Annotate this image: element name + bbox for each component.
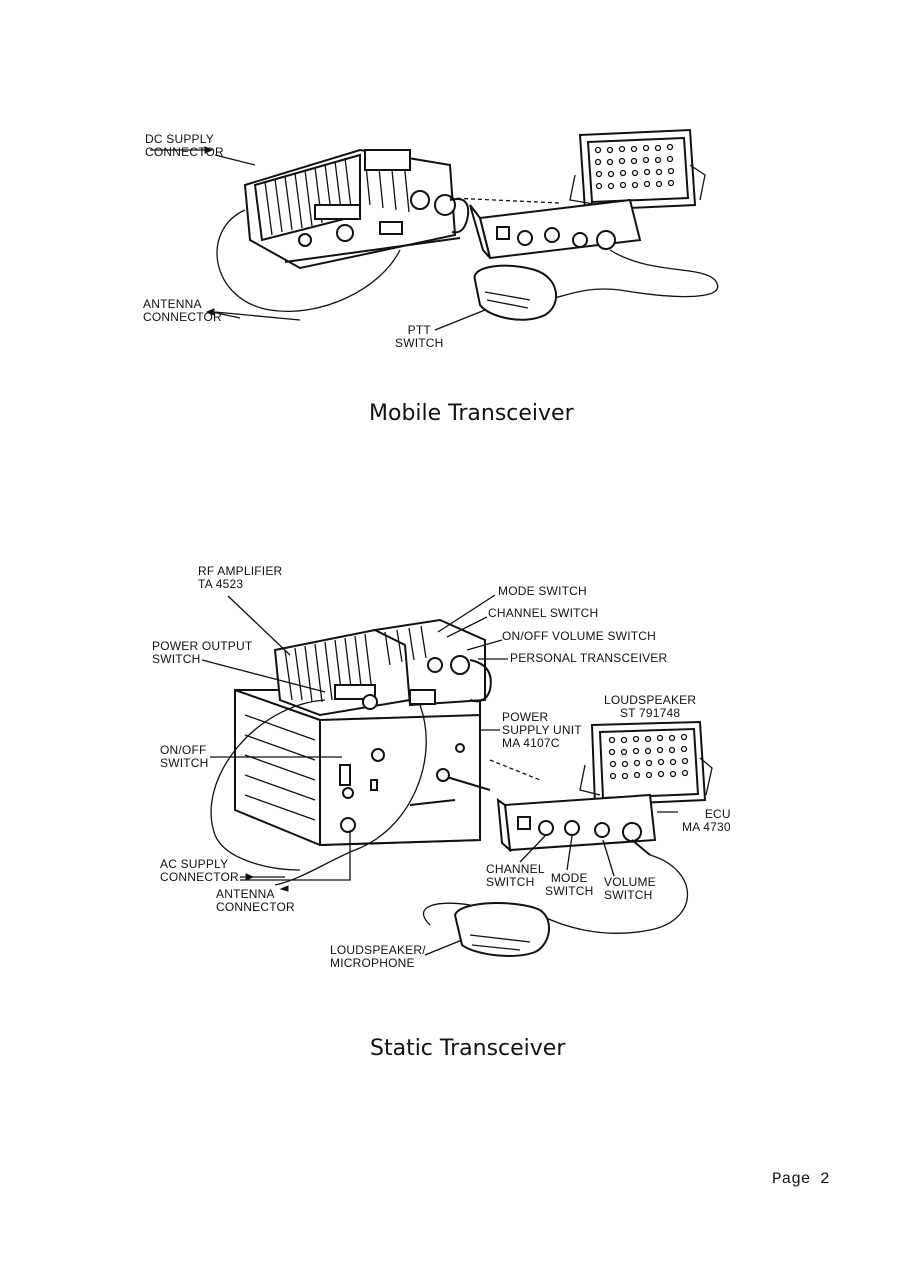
mobile-control-unit <box>449 197 642 260</box>
label-dc-supply-connector: DC SUPPLY CONNECTOR <box>145 132 224 159</box>
label-antenna-connector-static: ANTENNA CONNECTOR <box>216 887 295 914</box>
label-power-supply-unit: POWER SUPPLY UNIT MA 4107C <box>502 710 582 750</box>
static-power-supply-unit <box>234 689 491 847</box>
label-ptt-switch: PTT SWITCH <box>395 323 444 350</box>
label-volume-switch: VOLUME SWITCH <box>604 875 656 902</box>
static-rf-amplifier <box>273 628 411 717</box>
static-loudspeaker-microphone <box>453 902 550 957</box>
label-power-output-switch: POWER OUTPUT SWITCH <box>152 639 253 666</box>
label-loudspeaker-microphone: LOUDSPEAKER/ MICROPHONE <box>330 943 426 970</box>
label-channel-switch-bottom: CHANNEL SWITCH <box>486 862 545 889</box>
label-ac-supply-connector: AC SUPPLY CONNECTOR <box>160 857 239 884</box>
label-personal-transceiver: PERSONAL TRANSCEIVER <box>510 651 668 665</box>
label-loudspeaker: LOUDSPEAKER ST 791748 <box>604 693 697 720</box>
caption-static-transceiver: Static Transceiver <box>370 1036 566 1061</box>
mobile-ptt-microphone <box>473 264 558 321</box>
label-mode-switch-bottom: MODE SWITCH <box>545 871 594 898</box>
label-channel-switch-top: CHANNEL SWITCH <box>488 606 599 620</box>
mobile-transceiver-unit <box>243 148 470 270</box>
mobile-loudspeaker <box>569 128 706 212</box>
page-number: Page 2 <box>772 1170 830 1188</box>
static-loudspeaker <box>579 720 713 807</box>
static-personal-transceiver <box>371 618 492 707</box>
label-antenna-connector-mobile: ANTENNA CONNECTOR <box>143 297 222 324</box>
label-on-off-switch: ON/OFF SWITCH <box>160 743 209 770</box>
label-on-off-volume-switch: ON/OFF VOLUME SWITCH <box>502 629 656 643</box>
static-ecu <box>496 793 657 856</box>
static-leader-lines <box>201 594 678 956</box>
label-ecu: ECU MA 4730 <box>682 807 731 834</box>
label-mode-switch-top: MODE SWITCH <box>498 584 587 598</box>
caption-mobile-transceiver: Mobile Transceiver <box>369 401 574 426</box>
label-rf-amplifier: RF AMPLIFIER TA 4523 <box>198 564 283 591</box>
